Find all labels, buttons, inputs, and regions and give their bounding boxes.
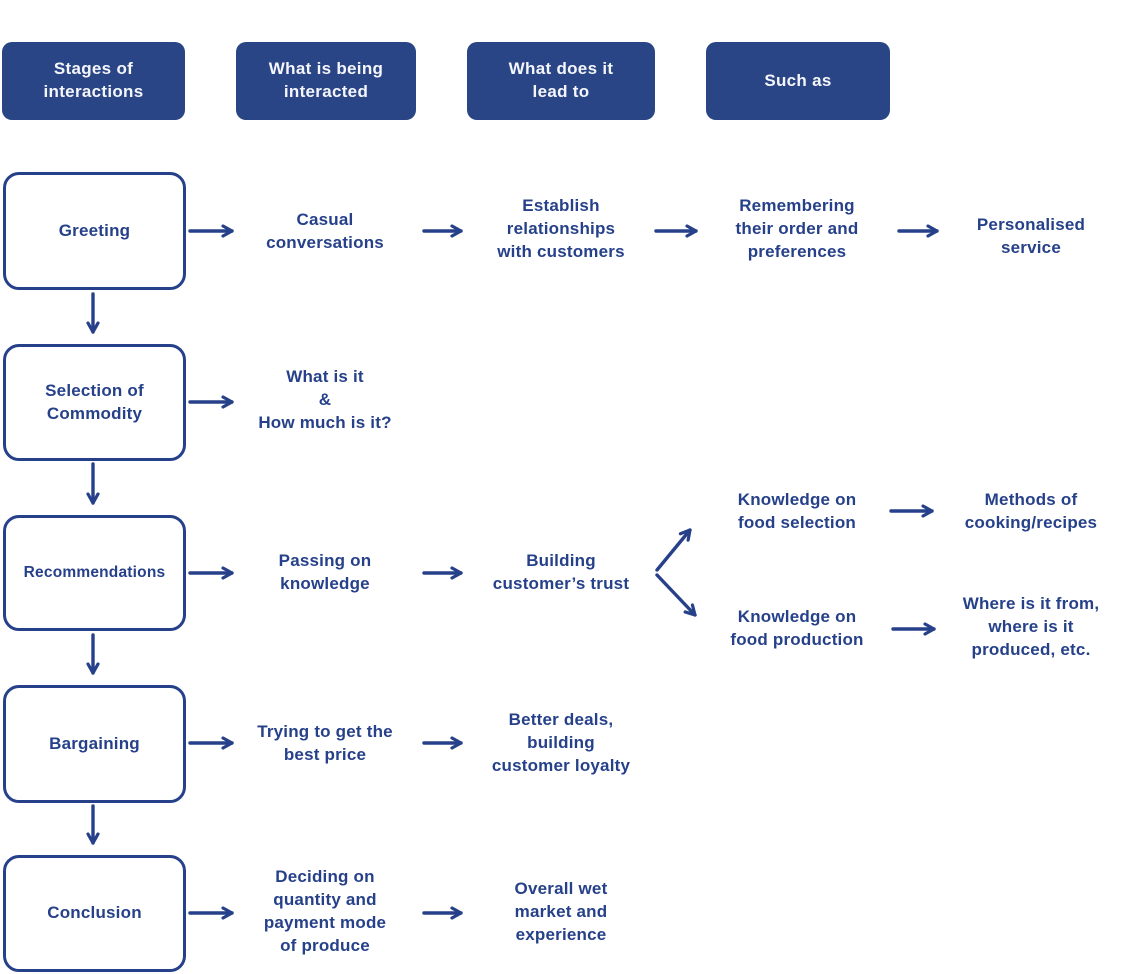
header-what-is-being-interacted: What is being interacted [236,42,416,120]
text-trying-best-price: Trying to get the best price [257,722,393,764]
text-knowledge-food-selection: Knowledge on food selection [737,490,857,532]
stage-box-greeting: Greeting [3,172,186,290]
text-casual-conversations: Casual conversations [266,210,384,252]
header-stages-of-interactions: Stages of interactions [2,42,185,120]
text-where-is-it-from: Where is it from, where is it produced, … [962,594,1100,659]
text-building-customers-trust: Building customer’s trust [492,551,630,593]
text-knowledge-food-production: Knowledge on food production [730,607,864,649]
text-overall-wet-market-experience: Overall wet market and experience [514,879,608,944]
stage-box-bargaining: Bargaining [3,685,186,803]
text-better-deals-loyalty: Better deals, building customer loyalty [491,710,631,775]
text-what-is-it-how-much: What is it & How much is it? [258,367,392,432]
text-deciding-quantity-payment: Deciding on quantity and payment mode of… [263,867,387,955]
text-personalised-service: Personalised service [976,215,1086,257]
text-methods-cooking-recipes: Methods of cooking/recipes [964,490,1098,532]
header-such-as: Such as [706,42,890,120]
stage-box-selection-of-commodity: Selection of Commodity [3,344,186,461]
text-passing-on-knowledge: Passing on knowledge [278,551,372,593]
stage-box-recommendations: Recommendations [3,515,186,631]
header-what-does-it-lead-to: What does it lead to [467,42,655,120]
stage-box-conclusion: Conclusion [3,855,186,972]
text-establish-relationships: Establish relationships with customers [497,196,625,261]
text-remembering-order-preferences: Remembering their order and preferences [735,196,859,261]
